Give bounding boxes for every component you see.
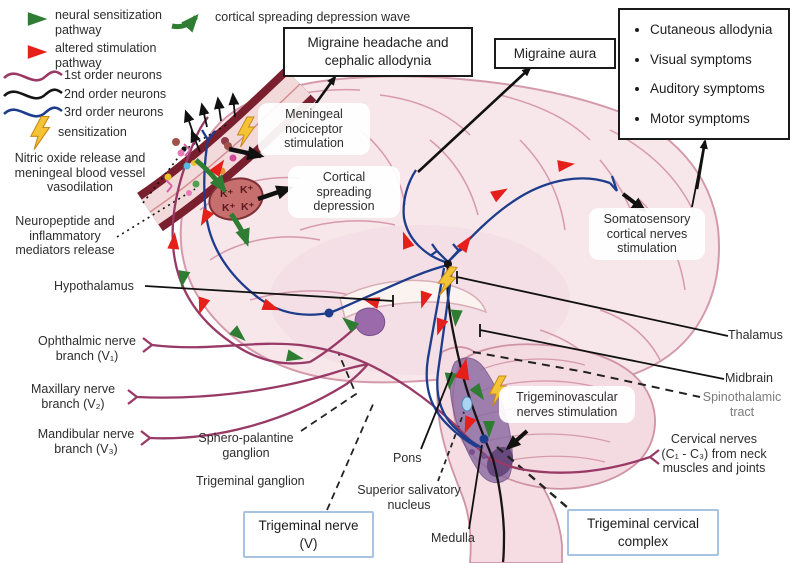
symptom-item: Cutaneous allodynia	[650, 22, 782, 37]
label-trigeminovascular: Trigeminovascular nerves stimulation	[499, 386, 635, 423]
legend-altered-stimulation: altered stimulation pathway	[55, 41, 157, 70]
dashed-pointers	[300, 351, 701, 515]
label-ophthalmic-nerve: Ophthalmic nerve branch (V₁)	[38, 334, 136, 363]
box-migraine-aura: Migraine aura	[494, 38, 616, 69]
label-hypothalamus: Hypothalamus	[54, 279, 134, 293]
callout-arrows	[228, 66, 708, 451]
label-somatosensory: Somatosensory cortical nerves stimulatio…	[589, 208, 705, 260]
third-order-line-icon	[3, 106, 63, 118]
synapse-dots	[221, 137, 489, 459]
k-ion-label: K⁺	[241, 201, 255, 213]
hypothalamus-region	[354, 307, 386, 337]
label-nitric-oxide: Nitric oxide release and meningeal blood…	[14, 151, 146, 194]
legend-icons	[3, 12, 199, 151]
label-neuropeptide: Neuropeptide and inflammatory mediators …	[15, 214, 115, 257]
label-cervical-nerves: Cervical nerves (C₁ - C₃) from neck musc…	[661, 432, 767, 475]
third-order-neuron-paths	[201, 129, 619, 450]
pointer-lines	[144, 144, 729, 530]
legend-second-order: 2nd order neurons	[64, 87, 167, 101]
k-ion-label: K⁺	[222, 202, 236, 214]
box-trigeminal-nerve: Trigeminal nerve (V)	[243, 511, 374, 558]
legend-csd-wave: cortical spreading depression wave	[215, 10, 411, 24]
label-sphenopalatine-ganglion: Sphero-palantine ganglion	[198, 431, 294, 460]
legend-third-order: 3rd order neurons	[64, 105, 164, 119]
red-triangle-icon	[27, 45, 48, 59]
green-curved-arrow-icon	[171, 13, 199, 33]
label-midbrain: Midbrain	[725, 371, 773, 385]
label-trigeminal-ganglion: Trigeminal ganglion	[196, 474, 305, 488]
label-pons: Pons	[393, 451, 422, 465]
symptom-item: Visual symptoms	[650, 52, 782, 67]
first-order-neuron-paths	[127, 116, 660, 474]
second-order-line-icon	[3, 88, 63, 100]
label-superior-salivatory: Superior salivatory nucleus	[357, 483, 461, 512]
label-medulla: Medulla	[431, 531, 475, 545]
first-order-line-icon	[3, 70, 63, 82]
label-maxillary-nerve: Maxillary nerve branch (V₂)	[30, 382, 116, 411]
legend-neural-sensitization: neural sensitization pathway	[55, 8, 163, 37]
label-mandibular-nerve: Mandibular nerve branch (V₃)	[37, 427, 135, 456]
legend-sensitization: sensitization	[58, 125, 127, 139]
label-spinothalamic-tract: Spinothalamic tract	[702, 390, 782, 419]
symptom-item: Auditory symptoms	[650, 81, 782, 96]
csd-wave-arrows	[194, 158, 250, 247]
vasodilation-arrows	[184, 92, 240, 153]
green-triangle-icon	[27, 12, 48, 26]
lightning-icon	[30, 115, 51, 151]
box-migraine-headache: Migraine headache and cephalic allodynia	[283, 27, 473, 77]
box-symptoms: Cutaneous allodynia Visual symptoms Audi…	[618, 8, 790, 140]
legend-first-order: 1st order neurons	[64, 68, 162, 82]
box-trigeminal-cervical-complex: Trigeminal cervical complex	[567, 509, 719, 556]
label-meningeal-nociceptor: Meningeal nociceptor stimulation	[258, 103, 370, 155]
label-cortical-spreading-depression: Cortical spreading depression	[288, 166, 400, 218]
label-thalamus: Thalamus	[728, 328, 783, 342]
symptom-item: Motor symptoms	[650, 111, 782, 126]
k-ion-label: K⁺	[240, 184, 254, 196]
